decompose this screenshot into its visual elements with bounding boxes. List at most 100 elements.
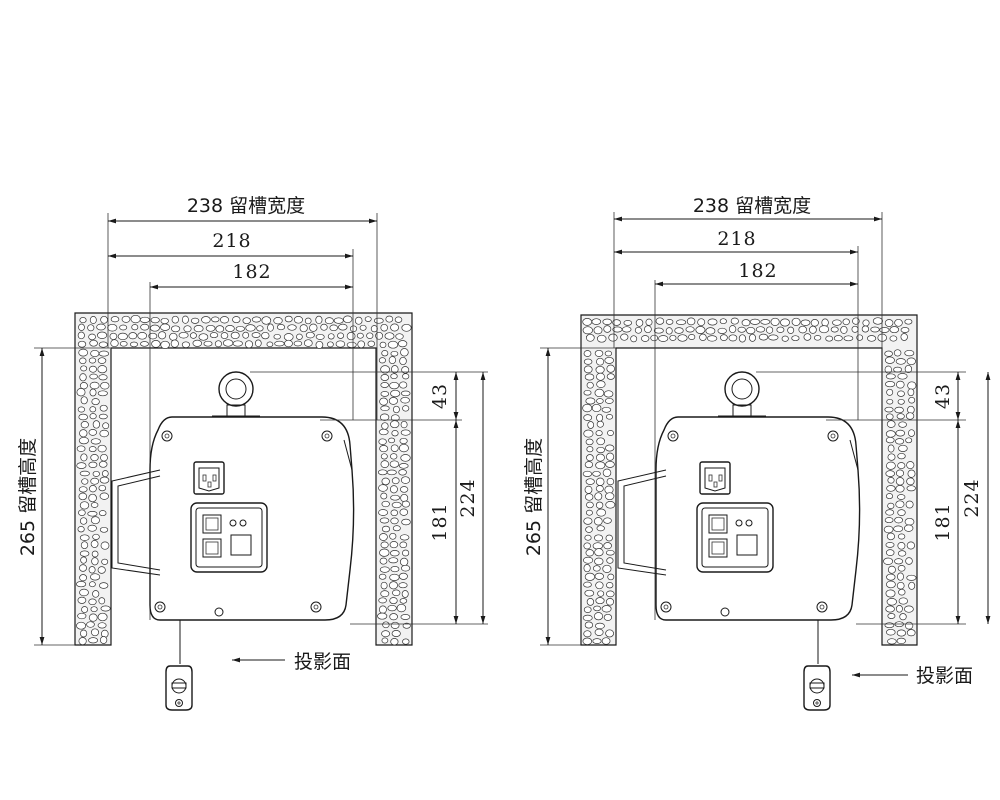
projection-label: 投影面 <box>294 651 351 673</box>
stone-mark <box>593 517 603 526</box>
stone-mark <box>584 572 596 581</box>
stone-mark <box>98 374 108 381</box>
stone-mark <box>749 318 761 325</box>
stone-mark <box>293 340 303 347</box>
stone-mark <box>594 349 604 357</box>
stone-mark <box>746 326 756 335</box>
wall-recess <box>580 314 918 646</box>
stone-mark <box>81 606 89 614</box>
stone-mark <box>235 325 245 332</box>
dim-182-label: 182 <box>232 261 271 283</box>
stone-mark <box>79 357 87 365</box>
stone-mark <box>390 638 399 646</box>
stone-mark <box>158 331 167 340</box>
stone-mark <box>392 589 401 597</box>
stone-mark <box>117 332 128 341</box>
stone-mark <box>379 557 388 565</box>
stone-mark <box>160 340 170 349</box>
stone-mark <box>897 572 904 581</box>
stone-mark <box>787 326 795 334</box>
stone-mark <box>885 509 895 516</box>
stone-mark <box>338 323 348 331</box>
stone-mark <box>160 317 169 325</box>
stone-mark <box>879 327 890 333</box>
wall-stone-texture <box>582 317 917 645</box>
stone-mark <box>98 597 106 605</box>
stone-mark <box>92 420 101 429</box>
stone-mark <box>728 325 737 334</box>
stone-mark <box>401 323 412 332</box>
stone-mark <box>884 406 894 413</box>
stone-mark <box>840 325 848 334</box>
stone-mark <box>388 397 398 405</box>
stone-mark <box>381 525 391 533</box>
stone-mark <box>79 501 90 510</box>
stone-mark <box>883 557 894 565</box>
stone-mark <box>669 334 677 341</box>
stone-mark <box>895 485 905 493</box>
stone-mark <box>895 477 905 486</box>
stone-mark <box>398 572 408 580</box>
stone-mark <box>791 335 800 342</box>
stone-mark <box>887 502 895 510</box>
stone-mark <box>898 588 906 596</box>
stone-mark <box>357 340 366 349</box>
stone-mark <box>582 470 593 477</box>
stone-mark <box>584 461 594 469</box>
stone-mark <box>79 550 90 557</box>
stone-mark <box>895 605 903 613</box>
stone-mark <box>650 334 659 342</box>
stone-mark <box>605 549 615 556</box>
stone-mark <box>893 349 902 357</box>
stone-mark <box>595 597 605 605</box>
stone-mark <box>90 454 99 462</box>
stone-mark <box>842 318 850 326</box>
stone-mark <box>897 565 906 572</box>
stone-mark <box>605 460 615 468</box>
dim-238-label: 238 留槽宽度 <box>693 195 811 217</box>
stone-mark <box>585 493 594 501</box>
dim-265-label: 265 留槽高度 <box>523 438 545 556</box>
stone-mark <box>391 430 399 437</box>
stone-mark <box>851 325 859 333</box>
stone-mark <box>897 390 905 397</box>
stone-mark <box>594 622 605 630</box>
stone-mark <box>843 335 854 342</box>
stone-mark <box>244 340 254 349</box>
stone-mark <box>606 364 615 373</box>
stone-mark <box>719 318 727 325</box>
stone-mark <box>897 550 907 557</box>
stone-mark <box>389 613 398 621</box>
stone-mark <box>388 356 397 365</box>
stone-mark <box>898 597 908 605</box>
stone-mark <box>603 325 612 333</box>
stone-mark <box>79 382 88 390</box>
stone-mark <box>401 564 411 572</box>
stone-mark <box>205 324 216 332</box>
wall-stone-texture <box>76 314 412 646</box>
stone-mark <box>607 430 614 436</box>
stone-mark <box>324 317 334 325</box>
stone-mark <box>594 534 603 542</box>
stone-mark <box>907 469 916 478</box>
stone-mark <box>595 501 604 509</box>
stone-mark <box>645 318 653 326</box>
stone-mark <box>222 339 234 347</box>
stone-mark <box>399 381 408 389</box>
stone-mark <box>583 389 592 396</box>
stone-mark <box>737 326 746 333</box>
stone-mark <box>400 396 410 404</box>
stone-mark <box>90 540 99 548</box>
stone-mark <box>621 326 632 333</box>
stone-mark <box>77 340 87 348</box>
stone-mark <box>584 485 593 494</box>
stone-mark <box>88 598 97 606</box>
stone-mark <box>886 398 894 405</box>
stone-mark <box>582 637 593 645</box>
stone-mark <box>119 324 128 331</box>
stone-mark <box>895 358 906 365</box>
stone-mark <box>380 323 388 332</box>
stone-mark <box>401 500 410 508</box>
stone-mark <box>97 566 106 574</box>
stone-mark <box>884 319 894 327</box>
